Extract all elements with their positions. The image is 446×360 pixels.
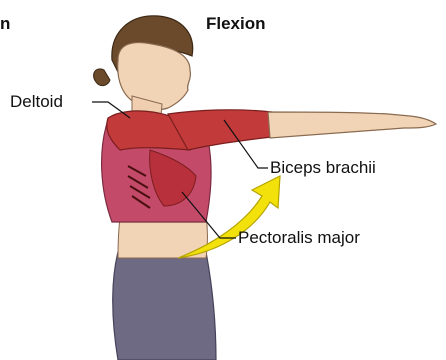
pants [113,252,216,360]
head [118,43,191,110]
label-pectoralis-major: Pectoralis major [238,228,360,248]
forearm [268,112,436,138]
label-biceps-brachii: Biceps brachii [270,158,376,178]
label-deltoid: Deltoid [10,92,63,112]
title-left-fragment: n [0,14,10,34]
upper-arm [168,110,280,150]
title-flexion: Flexion [206,14,266,34]
